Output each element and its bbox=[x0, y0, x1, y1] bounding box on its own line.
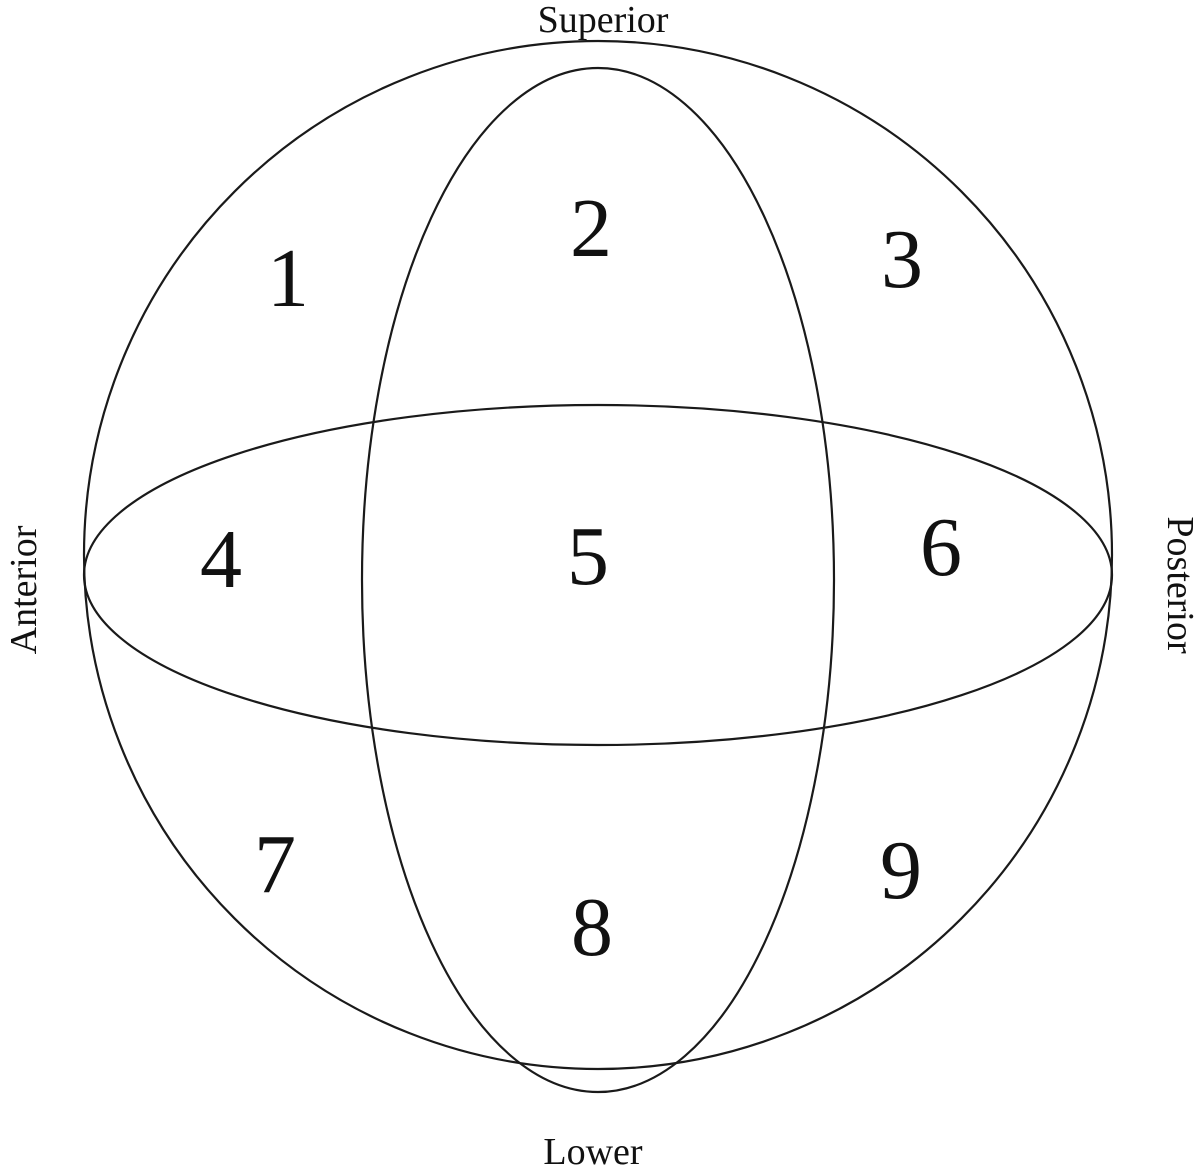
region-7: 7 bbox=[254, 818, 296, 911]
region-3: 3 bbox=[881, 213, 923, 306]
label-anterior: Anterior bbox=[3, 525, 45, 654]
region-2: 2 bbox=[570, 182, 612, 275]
region-9: 9 bbox=[880, 824, 922, 917]
region-1: 1 bbox=[267, 232, 309, 325]
horizontal-ellipse bbox=[82, 403, 1114, 747]
region-4: 4 bbox=[200, 513, 242, 606]
region-8: 8 bbox=[571, 881, 613, 974]
label-posterior: Posterior bbox=[1159, 516, 1200, 654]
region-6: 6 bbox=[920, 501, 962, 594]
vertical-ellipse bbox=[360, 66, 836, 1094]
label-superior: Superior bbox=[538, 0, 669, 41]
region-5: 5 bbox=[567, 510, 609, 603]
label-lower: Lower bbox=[543, 1131, 643, 1168]
outer-sphere-circle bbox=[82, 39, 1114, 1071]
